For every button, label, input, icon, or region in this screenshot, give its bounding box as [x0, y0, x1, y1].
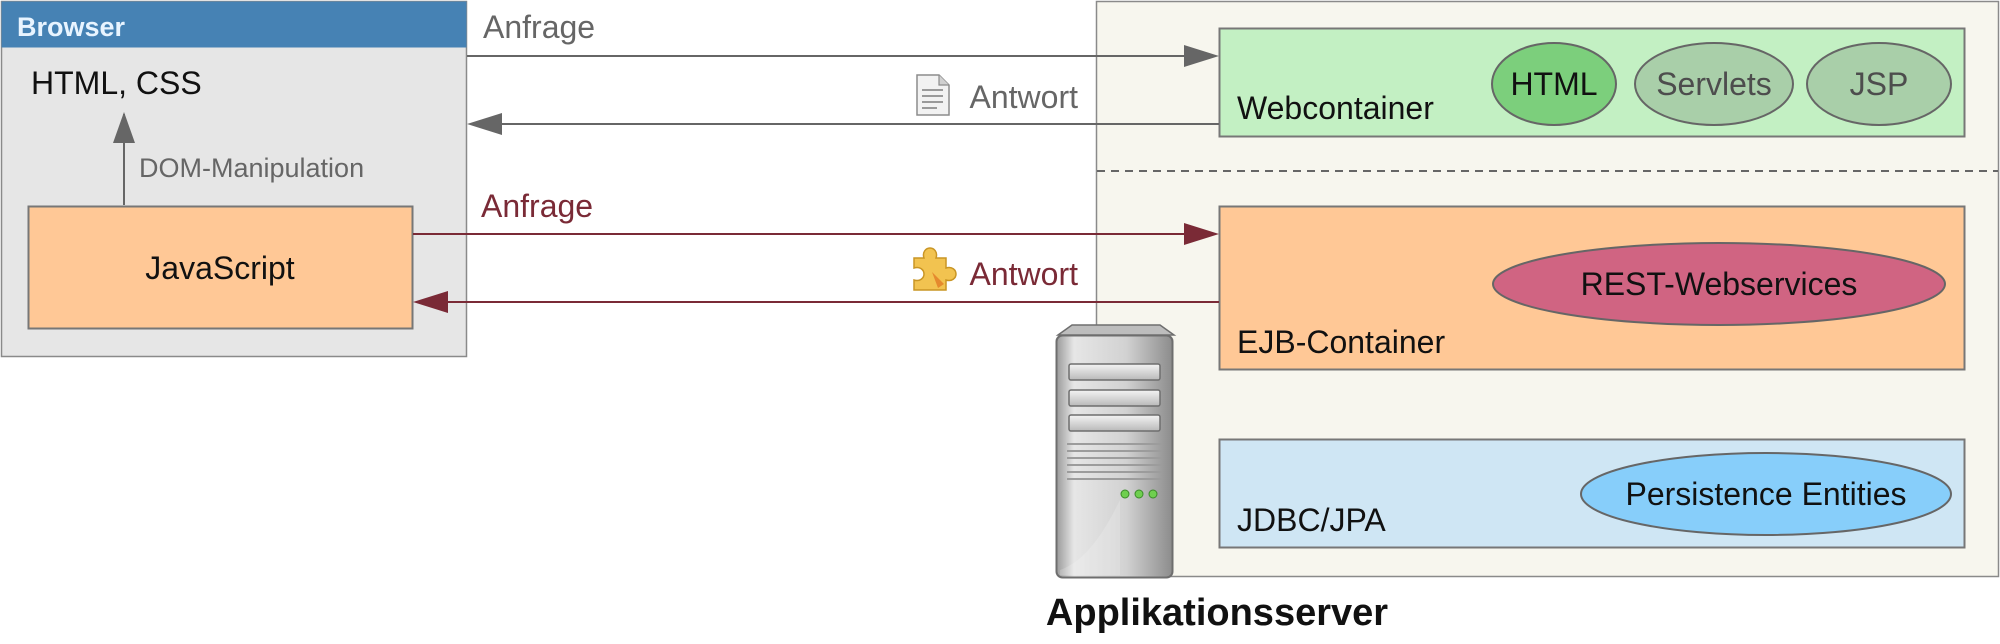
document-icon: [916, 74, 950, 116]
browser-content-label: HTML, CSS: [31, 65, 202, 101]
applikationsserver-caption: Applikationsserver: [1046, 592, 1388, 634]
top-response-label: Antwort: [970, 79, 1079, 115]
server-tower-icon: [1055, 324, 1177, 579]
webcontainer-box: Webcontainer HTML Servlets JSP: [1218, 27, 1966, 138]
servlets-label: Servlets: [1656, 66, 1772, 102]
persistence-entities-label: Persistence Entities: [1625, 476, 1906, 512]
rest-webservices-label: REST-Webservices: [1581, 266, 1858, 302]
servlets-ellipse: [1634, 42, 1794, 126]
dom-manipulation-label: DOM-Manipulation: [139, 153, 364, 183]
jdbc-jpa-label: JDBC/JPA: [1237, 502, 1386, 538]
jsp-label: JSP: [1850, 66, 1909, 102]
jdbc-jpa-box: JDBC/JPA Persistence Entities: [1218, 438, 1966, 549]
ejb-container-label: EJB-Container: [1237, 324, 1445, 360]
browser-title: Browser: [17, 12, 126, 42]
rest-webservices-ellipse: [1492, 242, 1946, 326]
html-ellipse: [1491, 42, 1617, 126]
top-request-label: Anfrage: [483, 9, 595, 45]
persistence-entities-ellipse: [1580, 452, 1952, 536]
javascript-box: [27, 205, 414, 330]
html-label: HTML: [1510, 66, 1597, 102]
browser-header: [1, 1, 467, 48]
bottom-request-label: Anfrage: [481, 188, 593, 224]
bottom-response-label: Antwort: [970, 256, 1079, 292]
ejb-container-box: EJB-Container REST-Webservices: [1218, 205, 1966, 371]
javascript-label: JavaScript: [145, 250, 295, 286]
puzzle-piece-icon: [913, 247, 957, 291]
webcontainer-label: Webcontainer: [1237, 90, 1434, 126]
jsp-ellipse: [1806, 42, 1952, 126]
browser-panel: Browser HTML, CSS DOM-Manipulation JavaS…: [0, 0, 468, 358]
